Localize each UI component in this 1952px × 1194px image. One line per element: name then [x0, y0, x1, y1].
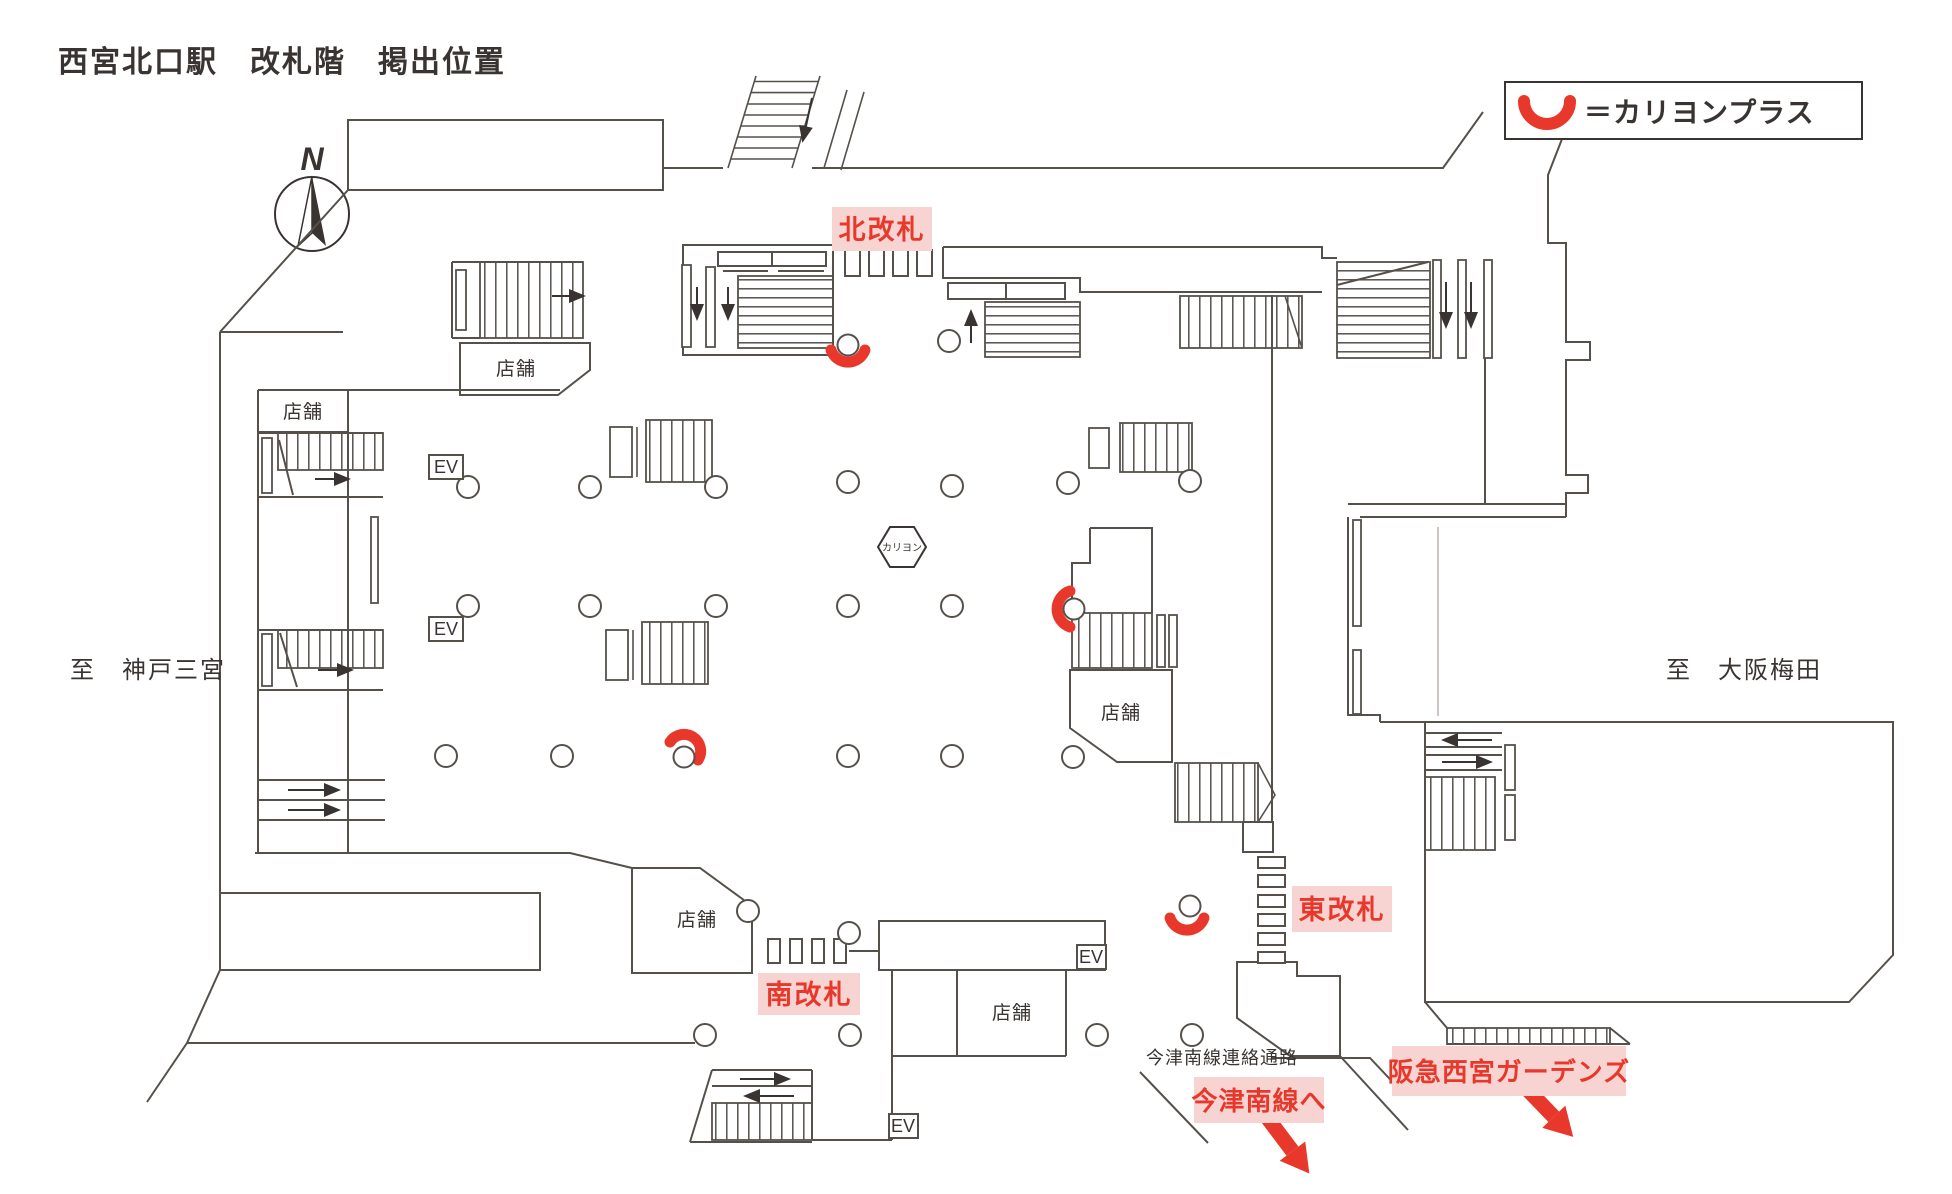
kariyon-plus-marker-north	[825, 333, 871, 368]
shop-label: 店舗	[677, 909, 717, 931]
kariyon-plus-markers	[664, 333, 1210, 936]
southeast-stairs	[1174, 762, 1259, 823]
elevator-label: EV	[434, 619, 458, 639]
north-center-stairs	[1179, 295, 1303, 349]
imazu-passage-label: 今津南線連絡通路	[1146, 1048, 1298, 1068]
ticket-gate-machines	[767, 249, 1286, 964]
gardens-entrance-gates	[1446, 1027, 1611, 1045]
east-center-stairs-upper	[1119, 422, 1193, 473]
elevator-label: EV	[1079, 947, 1103, 967]
south-gate-label: 南改札	[766, 980, 853, 1010]
northeast-stairs	[1336, 261, 1431, 359]
kariyon-plus-marker-east	[1051, 585, 1086, 633]
legend-label: ＝カリヨンプラス	[1584, 97, 1815, 128]
carillon-hexagon: カリヨン	[876, 526, 928, 568]
center-stairs-upper	[645, 419, 713, 483]
east-wall-door	[1352, 519, 1362, 627]
east-gate-label: 東改札	[1299, 895, 1386, 925]
imazu-line-label: 今津南線へ	[1191, 1086, 1326, 1116]
shop-label: 店舗	[1101, 702, 1141, 724]
north-gate-right-stairs	[984, 301, 1081, 358]
center-stairs-lower	[641, 621, 709, 685]
compass-north-indicator: N	[274, 141, 350, 252]
gate-labels: 北改札 南改札 東改札	[758, 207, 1392, 1015]
east-center-stairs-lower	[1071, 612, 1153, 669]
gardens-building-stairs	[1424, 776, 1496, 851]
west-stairs-upper	[277, 432, 384, 471]
kariyon-plus-arc-icon	[1518, 95, 1576, 130]
gardens-label: 阪急西宮ガーデンズ	[1388, 1057, 1630, 1087]
compass-needle-icon	[312, 176, 326, 246]
east-wall-door	[1352, 649, 1362, 715]
kariyon-plus-marker-south	[1164, 894, 1210, 936]
down-arrow-icon	[799, 97, 813, 143]
carillon-label: カリヨン	[882, 542, 922, 554]
page-title: 西宮北口駅 改札階 掲出位置	[58, 45, 506, 79]
shop-label: 店舗	[496, 358, 536, 380]
west-stairs-lower	[277, 629, 384, 669]
direction-arrows	[288, 282, 1493, 1103]
legend-box: ＝カリヨンプラス	[1504, 81, 1863, 140]
north-gate-left-stairs	[737, 275, 834, 349]
direction-osaka-umeda: 至 大阪梅田	[1666, 657, 1822, 684]
elevator-label: EV	[434, 457, 458, 477]
north-outdoor-stairs	[727, 75, 865, 171]
shop-label: 店舗	[992, 1002, 1032, 1024]
north-gate-label: 北改札	[839, 215, 926, 245]
south-stairs	[711, 1102, 813, 1141]
direction-kobe-sannomiya: 至 神戸三宮	[70, 657, 226, 684]
elevators: EV EV EV EV	[428, 454, 1107, 1139]
shops: 店舗 店舗 店舗 店舗 店舗	[283, 358, 1141, 1024]
northwest-shop-stairs	[479, 261, 584, 339]
concourse-walls	[146, 111, 1894, 1144]
shop-label: 店舗	[283, 401, 323, 423]
escalator-bars	[261, 259, 1516, 841]
destination-labels: 今津南線へ 阪急西宮ガーデンズ	[1191, 1046, 1630, 1123]
kariyon-plus-marker-center	[664, 728, 707, 769]
compass-n-label: N	[300, 141, 324, 177]
elevator-label: EV	[891, 1116, 915, 1136]
stairs-and-escalators	[277, 261, 1611, 1141]
pillar-columns	[434, 329, 1204, 1047]
